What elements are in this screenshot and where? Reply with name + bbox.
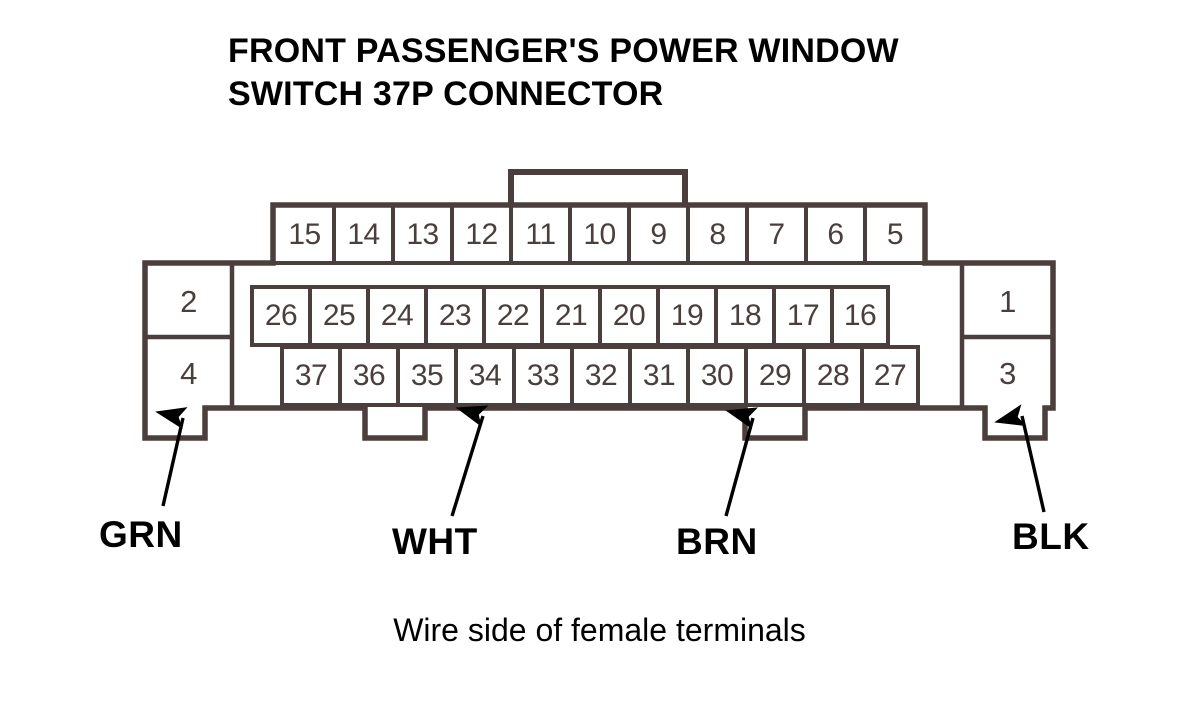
pin-17: 17 — [786, 299, 820, 332]
pin-26: 26 — [264, 299, 298, 332]
pin-30: 30 — [700, 359, 734, 392]
leader-line-blk — [994, 404, 1046, 513]
pin-10: 10 — [583, 217, 616, 251]
pin-27: 27 — [873, 359, 907, 392]
pin-13: 13 — [406, 217, 439, 251]
pin-19: 19 — [670, 299, 704, 332]
latch-tab — [508, 169, 688, 226]
leader-line-grn — [155, 407, 188, 507]
pin-20: 20 — [612, 299, 646, 332]
page-title: FRONT PASSENGER'S POWER WINDOW SWITCH 37… — [228, 32, 899, 113]
leader-line-brn — [724, 407, 759, 517]
pin-34: 34 — [468, 359, 502, 392]
pin-35: 35 — [410, 359, 444, 392]
pin-28: 28 — [816, 359, 850, 392]
top-row-dividers — [332, 207, 867, 262]
pin-36: 36 — [352, 359, 386, 392]
pin-14: 14 — [347, 217, 380, 251]
pin-16: 16 — [843, 299, 877, 332]
pin-32: 32 — [584, 359, 618, 392]
pin-8: 8 — [709, 217, 726, 251]
pin-5: 5 — [886, 217, 904, 251]
pin-6: 6 — [827, 217, 844, 251]
wire-label-grn: GRN — [99, 514, 183, 555]
pin-11: 11 — [525, 217, 556, 251]
pin-21: 21 — [554, 299, 588, 332]
pin-7: 7 — [768, 217, 785, 251]
pin-25: 25 — [322, 299, 356, 332]
pin-31: 31 — [642, 359, 676, 392]
pin-2: 2 — [180, 283, 197, 319]
pin-3: 3 — [999, 355, 1016, 391]
pin-12: 12 — [465, 217, 498, 251]
bottom-row-dividers — [338, 347, 864, 405]
middle-row-dividers — [308, 287, 834, 345]
pin-1: 1 — [999, 283, 1016, 319]
pin-29: 29 — [758, 359, 792, 392]
pin-9: 9 — [650, 217, 667, 251]
bottom-row-block — [280, 345, 920, 407]
pin-4: 4 — [180, 355, 197, 391]
pin-23: 23 — [438, 299, 472, 332]
pin-24: 24 — [380, 299, 414, 332]
leader-line-wht — [450, 405, 489, 517]
pin-22: 22 — [496, 299, 530, 332]
wire-label-blk: BLK — [1012, 516, 1090, 557]
wire-label-brn: BRN — [676, 521, 758, 562]
pin-18: 18 — [728, 299, 762, 332]
pin-15: 15 — [288, 217, 321, 251]
pin-37: 37 — [294, 359, 328, 392]
wire-label-wht: WHT — [392, 521, 478, 562]
diagram-caption: Wire side of female terminals — [393, 612, 806, 648]
pin-33: 33 — [526, 359, 560, 392]
